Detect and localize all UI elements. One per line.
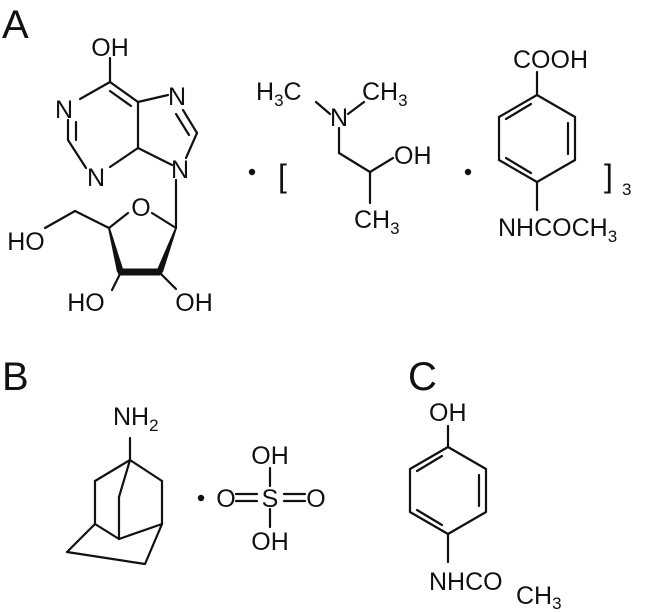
inosine-n7: N [168,83,186,111]
salt-dot-1 [248,168,256,176]
acedoben-bonds [497,70,577,212]
sulfuric-s: S [262,485,279,513]
inosine-n9: N [171,156,189,184]
bracket-open: [ [278,158,287,194]
ribose-wedge-left [108,228,124,272]
salt-dot-2 [464,168,472,176]
stoichiometry-subscript: 3 [622,180,631,199]
inosine-oh-top: OH [91,34,129,62]
ribose-wedge-right [156,228,177,272]
sulfuric-acid-bonds [234,466,307,529]
acedoben-structure: COOH NHCOCH3 [497,46,617,246]
paracetamol-oh: OH [429,399,467,427]
dimepranol-ch3-bottom: CH3 [354,206,400,238]
salt-dot-b [197,494,205,502]
sulfuric-oh-top: OH [251,442,289,470]
panel-a-label: A [2,3,29,47]
dimepranol-ch3-top: CH3 [362,78,408,110]
inosine-n1: N [55,96,73,124]
inosine-ho-left: HO [7,228,45,256]
panel-b: B NH2 [2,355,326,566]
inosine-ho-bottom: HO [67,289,105,317]
inosine-oh-bottom: OH [175,289,213,317]
sulfuric-acid-structure: OH O S O OH [216,442,325,556]
paracetamol-nhco: NHCO [429,568,503,596]
panel-b-label: B [2,355,29,399]
paracetamol-ch3: CH3 [516,582,562,612]
paracetamol-structure: OH NHCO CH3 [408,399,562,612]
panel-a: A [2,3,631,317]
acedoben-cooh: COOH [513,46,588,74]
paracetamol-bonds [408,424,488,564]
bracket-close: ] [604,158,613,194]
dimepranol-bonds [314,100,395,205]
inosine-structure: OH N N N N O HO HO OH [7,34,213,317]
dimepranol-structure: H3C N CH3 OH CH3 [256,78,432,238]
acedoben-nhcoch3: NHCOCH3 [498,214,617,246]
ribose-o: O [131,194,150,222]
sulfuric-o-right: O [306,485,325,513]
dimepranol-h3c: H3C [256,78,302,110]
sulfuric-oh-bottom: OH [251,528,289,556]
dimepranol-oh: OH [394,142,432,170]
panel-c: C OH NHCO CH3 [408,355,562,612]
sulfuric-o-left: O [216,485,235,513]
amantadine-structure: NH2 [65,403,164,566]
amantadine-nh2: NH2 [113,403,159,435]
inosine-n3: N [87,164,105,192]
adamantane-bonds [65,436,164,566]
panel-c-label: C [408,355,437,399]
inosine-bonds [43,56,199,292]
dimepranol-n: N [330,104,348,132]
